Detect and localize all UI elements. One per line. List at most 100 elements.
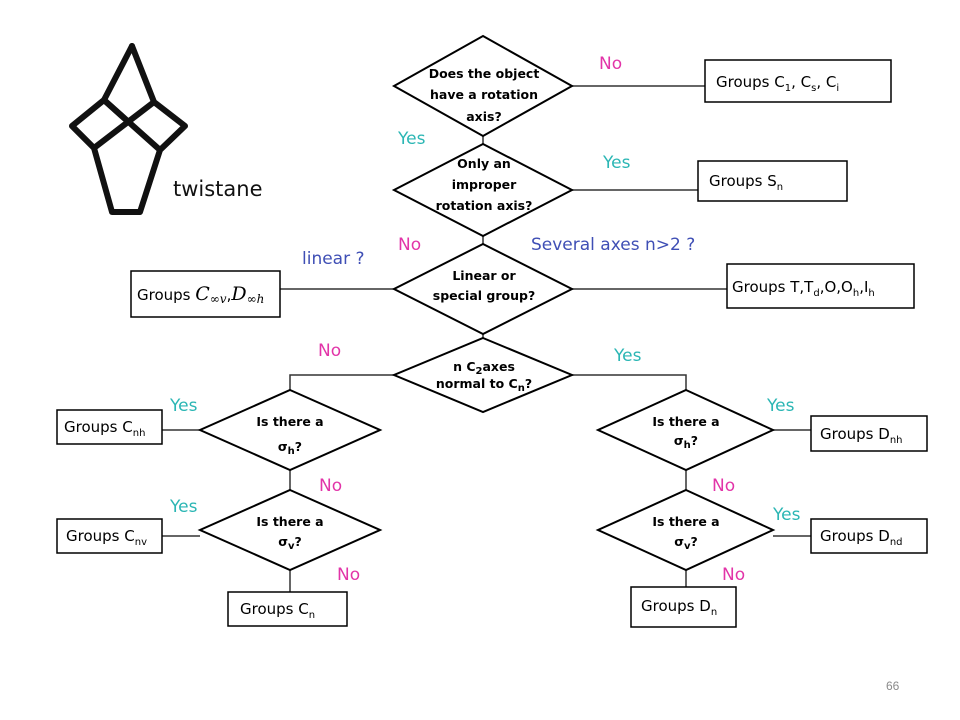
- dnd-label: Groups Dnd: [820, 527, 903, 548]
- dnd-pre: Groups D: [820, 527, 890, 545]
- q3-line1: Linear or: [452, 268, 516, 283]
- result-boxes: [56, 59, 928, 628]
- q1-line1: Does the object: [429, 66, 540, 81]
- box-dn: [630, 586, 737, 628]
- diamond-sigma-h-left: [197, 388, 383, 472]
- box-c1-cs-ci: [704, 59, 892, 103]
- twistane-structure: [69, 43, 188, 215]
- dnh-pre: Groups D: [820, 425, 890, 443]
- c1-s2: s: [811, 83, 816, 94]
- q4-a: n C: [453, 359, 475, 374]
- dn-s1: n: [711, 607, 717, 618]
- page-number: 66: [886, 679, 900, 693]
- diamond-sigma-v-left: [197, 488, 383, 572]
- q6-q: ?: [295, 534, 302, 549]
- linear-sub2: ∞h: [247, 292, 265, 306]
- diamond-rotation-axis: [391, 34, 575, 138]
- c1-m1: , C: [791, 73, 811, 91]
- box-cnv: [56, 518, 163, 554]
- label-yes-3: Yes: [613, 346, 642, 366]
- result-texts: Groups C1, Cs, Ci Groups Sn Groups C∞v,D…: [64, 73, 903, 621]
- label-linear: linear ?: [302, 249, 365, 269]
- q8-line1: Is there a: [652, 514, 719, 529]
- linear-sym1: C: [195, 283, 210, 305]
- sp-s3: h: [868, 288, 874, 299]
- q2-line3: rotation axis?: [436, 198, 533, 213]
- q5-sigma: σ: [278, 439, 288, 454]
- c1-pre: Groups C: [716, 73, 785, 91]
- c1-s1: 1: [785, 83, 791, 94]
- c1-s3: i: [836, 83, 839, 94]
- q7-line1: Is there a: [652, 414, 719, 429]
- q4-e: n: [518, 383, 525, 394]
- diamond-improper-axis: [391, 142, 575, 238]
- cnv-label: Groups Cnv: [66, 527, 147, 548]
- label-no-3: No: [318, 341, 341, 361]
- q6-line1: Is there a: [256, 514, 323, 529]
- q5-line2: σh?: [278, 439, 302, 457]
- sp-s2: h: [853, 288, 859, 299]
- linear-sub1: ∞v: [210, 292, 227, 306]
- diamond-c2-axes: [391, 336, 575, 414]
- q7-sigma: σ: [674, 433, 684, 448]
- sn-pre: Groups S: [709, 172, 777, 190]
- box-dnd: [810, 518, 928, 554]
- dnh-s1: nh: [890, 435, 903, 446]
- special-label: Groups T,Td,O,Oh,Ih: [732, 278, 875, 299]
- cnv-s1: nv: [135, 537, 147, 548]
- q1-line3: axis?: [466, 109, 501, 124]
- q4-f: ?: [525, 376, 532, 391]
- label-no-7: No: [722, 565, 745, 585]
- q8-q: ?: [691, 534, 698, 549]
- decision-diamonds: [197, 34, 776, 572]
- branch-labels: No Yes Yes No linear ? Several axes n>2 …: [169, 54, 801, 585]
- dnd-s1: nd: [890, 537, 903, 548]
- c1-cs-ci-label: Groups C1, Cs, Ci: [716, 73, 839, 94]
- diamond-linear-special: [391, 242, 575, 336]
- cn-pre: Groups C: [240, 600, 309, 618]
- q6-sub: v: [288, 541, 295, 552]
- molecule-label: twistane: [173, 177, 263, 201]
- sp-m1: ,O,O: [820, 278, 853, 296]
- q5-sub: h: [288, 446, 295, 457]
- dnh-label: Groups Dnh: [820, 425, 903, 446]
- label-yes-4: Yes: [169, 396, 198, 416]
- q2-line1: Only an: [457, 156, 511, 171]
- dn-label: Groups Dn: [641, 597, 717, 618]
- box-cnh: [56, 409, 163, 445]
- q3-line2: special group?: [433, 288, 535, 303]
- sp-pre: Groups T,T: [732, 278, 814, 296]
- q4-b: 2: [476, 366, 483, 377]
- q4-line1: n C2axes: [453, 359, 515, 377]
- label-yes-7: Yes: [772, 505, 801, 525]
- linear-label: Groups C∞v,D∞h: [137, 283, 264, 306]
- box-dnh: [810, 415, 928, 452]
- diamond-sigma-h-right: [595, 388, 776, 472]
- label-yes-2: Yes: [602, 153, 631, 173]
- label-several-axes: Several axes n>2 ?: [531, 235, 695, 255]
- linear-sep: ,: [227, 286, 232, 304]
- q1-line2: have a rotation: [430, 87, 538, 102]
- q6-sigma: σ: [278, 534, 288, 549]
- label-no-2: No: [398, 235, 421, 255]
- q8-line2: σv?: [674, 534, 698, 552]
- diamond-sigma-v-right: [595, 488, 776, 572]
- q8-sigma: σ: [674, 534, 684, 549]
- question-texts: Does the object have a rotation axis? On…: [256, 66, 719, 552]
- label-yes-6: Yes: [766, 396, 795, 416]
- q7-sub: h: [684, 440, 691, 451]
- sn-s1: n: [777, 182, 783, 193]
- label-yes-1: Yes: [397, 129, 426, 149]
- box-cn: [227, 591, 348, 627]
- label-yes-5: Yes: [169, 497, 198, 517]
- q7-line2: σh?: [674, 433, 698, 451]
- sn-label: Groups Sn: [709, 172, 783, 193]
- cn-s1: n: [309, 610, 315, 621]
- label-no-1: No: [599, 54, 622, 74]
- q4-d: normal to C: [436, 376, 518, 391]
- c1-m2: , C: [816, 73, 836, 91]
- cnh-label: Groups Cnh: [64, 418, 145, 439]
- cn-label: Groups Cn: [240, 600, 315, 621]
- q5-line1: Is there a: [256, 414, 323, 429]
